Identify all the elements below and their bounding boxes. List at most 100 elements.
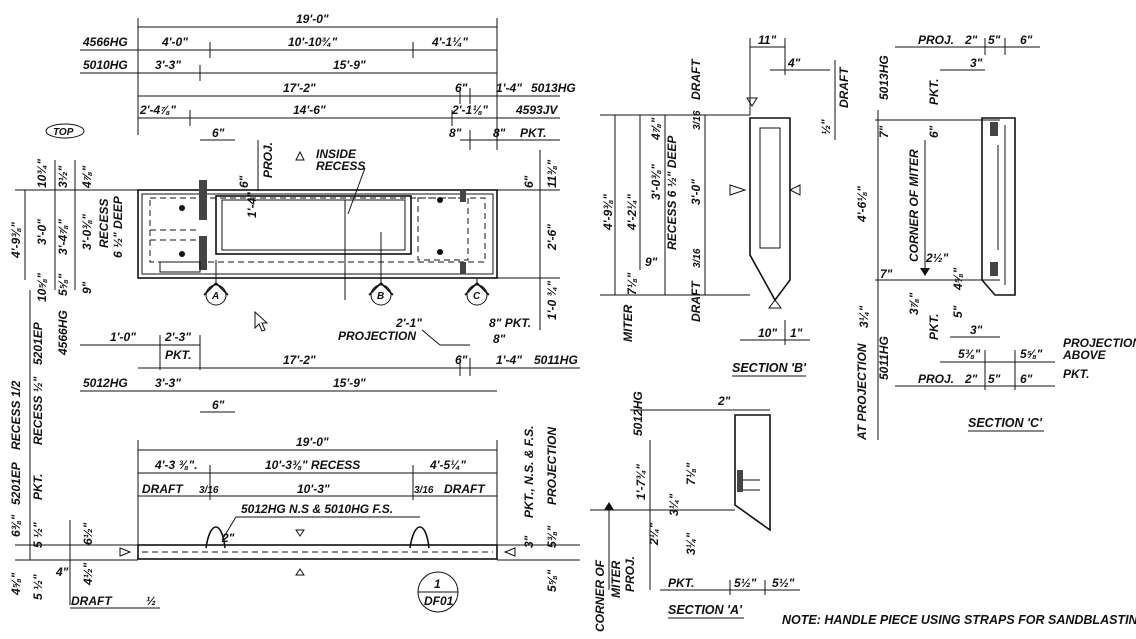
dim-5013hg-six: 6" bbox=[455, 81, 468, 95]
dim-left-d2: 3½" bbox=[56, 165, 70, 188]
section-c-letter: C bbox=[473, 291, 481, 302]
label-inside: INSIDE bbox=[316, 147, 357, 161]
dim-left-d7: 3'-0⅜" bbox=[80, 214, 94, 250]
dim-5013hg-right: 1'-4" bbox=[496, 81, 522, 95]
sc-four-six: 4'-6⅛" bbox=[855, 186, 869, 223]
sa-d2: 5½" bbox=[772, 576, 795, 590]
elev-right-d3: 5⅝" bbox=[545, 569, 559, 592]
elev-right-projection: PROJECTION bbox=[545, 427, 559, 505]
label-pkt-a: PKT. bbox=[520, 126, 546, 140]
label-recess-left: RECESS bbox=[97, 199, 111, 248]
mark-4566hg: 4566HG bbox=[82, 35, 128, 49]
dim-5012hg-left: 3'-3" bbox=[155, 376, 181, 390]
section-b-profile bbox=[749, 117, 791, 302]
dim-lower-two-three: 2'-3" bbox=[164, 330, 191, 344]
mark-5201ep-b: 5201EP bbox=[9, 461, 23, 505]
sa-two-q: 2¼" bbox=[647, 522, 661, 546]
dim-right-d1: 6" bbox=[522, 175, 536, 188]
sb-draft-top: DRAFT bbox=[689, 58, 703, 100]
elevation-view: 19'-0" 4'-3 ⅜". 10'-3⅜" RECESS 4'-5¼" DR… bbox=[9, 426, 580, 613]
detail-number: 1 bbox=[434, 577, 441, 591]
section-marker-c bbox=[466, 284, 488, 306]
sc-pkt-c: PKT. bbox=[1063, 367, 1089, 381]
sc-mark-b: 5011HG bbox=[877, 336, 891, 380]
sc-five-five: 5⅝" bbox=[1020, 347, 1043, 361]
sc-pkt: PKT. bbox=[927, 79, 941, 105]
sb-draft-right: DRAFT bbox=[837, 66, 851, 108]
sc-six-top: 6" bbox=[1020, 33, 1033, 47]
elev-note: 5012HG N.S & 5010HG F.S. bbox=[241, 502, 393, 516]
sb-half: ½" bbox=[819, 119, 833, 135]
dim-right-d4: 1'-0 ¾" bbox=[545, 280, 559, 320]
dim-two-one: 2'-1" bbox=[395, 316, 422, 330]
elev-left-d5: 5 ½" bbox=[31, 574, 45, 600]
sb-nine: 9" bbox=[645, 255, 658, 269]
mark-5201ep-vert: 5201EP bbox=[31, 321, 45, 365]
dim-right-d2: 11⅜" bbox=[545, 160, 559, 188]
sa-two: 2" bbox=[717, 394, 731, 408]
elev-left-d4: 4⅝" bbox=[9, 572, 23, 596]
sc-two-top: 2" bbox=[964, 33, 978, 47]
plan-lower-dimensions: 1'-0" 2'-3" PKT. 17'-2" 6" 1'-4" 5011HG … bbox=[80, 330, 580, 413]
dim-left-d5: 3'-0" bbox=[35, 219, 49, 245]
sb-frac-bot: 3/16 bbox=[692, 248, 703, 268]
sc-two-bot: 2" bbox=[964, 372, 978, 386]
dim-4566hg-mid: 10'-10¾" bbox=[288, 35, 338, 49]
section-b-view: 11" 4" DRAFT DRAFT ½" 4'-9⅜" 4'-2¼" 3'-0… bbox=[600, 33, 851, 377]
sa-proj: PROJ. bbox=[623, 556, 637, 592]
sc-projection: PROJECTION bbox=[1063, 336, 1136, 350]
sc-above: ABOVE bbox=[1062, 348, 1107, 362]
elev-center: 10'-3" bbox=[297, 482, 330, 496]
strap-right bbox=[409, 526, 430, 549]
section-a-letter: A bbox=[211, 291, 219, 302]
dim-5012hg-mid: 15'-9" bbox=[333, 376, 366, 390]
sa-miter: MITER bbox=[609, 560, 623, 598]
dim-eight-b: 8" bbox=[493, 126, 506, 140]
top-tag-oval bbox=[45, 123, 85, 139]
label-proj: PROJ. bbox=[261, 142, 275, 178]
label-recess-deep: 6 ½" DEEP bbox=[111, 195, 125, 258]
strap-left bbox=[205, 526, 226, 549]
dim-lower-right: 1'-4" bbox=[496, 353, 522, 367]
dim-lower-six: 6" bbox=[455, 353, 468, 367]
elev-overall: 19'-0" bbox=[296, 435, 329, 449]
section-c-profile bbox=[981, 117, 1016, 296]
sc-seven: 7" bbox=[877, 125, 891, 138]
dim-left-d9: 5⅝" bbox=[56, 273, 70, 296]
label-eight-pkt: 8" PKT. bbox=[489, 316, 531, 330]
dim-left-d8: 10⅝" bbox=[35, 273, 49, 302]
plan-view: A B C 10¾" 3½" 4⅞" 4'-9⅜" 3'-0" 3'-4⅞" 3… bbox=[9, 150, 560, 560]
dim-5010hg-mid: 15'-9" bbox=[333, 58, 366, 72]
elev-draft-left: DRAFT bbox=[142, 482, 184, 496]
sc-five-three: 5⅜" bbox=[958, 347, 981, 361]
sc-five: 5" bbox=[951, 305, 965, 318]
dim-six-proj: 6" bbox=[237, 175, 251, 188]
top-tag: TOP bbox=[53, 127, 74, 138]
hatch-a bbox=[199, 180, 207, 220]
section-c-title: SECTION 'C' bbox=[968, 416, 1043, 430]
dim-4566hg-left: 4'-0" bbox=[161, 35, 188, 49]
elev-draft-bottom: DRAFT bbox=[71, 594, 113, 608]
dim-4593jv-left: 2'-4⅞" bbox=[139, 103, 176, 117]
sc-five-top: 5" bbox=[988, 33, 1001, 47]
dim-overall-top: 19'-0" bbox=[296, 12, 329, 26]
mark-5013hg: 5013HG bbox=[531, 81, 576, 95]
elev-left-d1: 6⅜" bbox=[9, 514, 23, 537]
section-b-letter: B bbox=[377, 291, 384, 302]
sc-six: 6" bbox=[927, 125, 941, 138]
label-projection: PROJECTION bbox=[338, 329, 416, 343]
elev-right-d2: 5⅜" bbox=[545, 525, 559, 548]
dim-4593jv-right: 2'-1⅛" bbox=[451, 103, 488, 117]
detail-sheet: DF01 bbox=[424, 594, 454, 608]
panel-outline bbox=[137, 189, 498, 279]
sa-one-seven: 1'-7¾" bbox=[634, 464, 648, 500]
sa-pkt: PKT. bbox=[668, 576, 694, 590]
sc-pkt-b: PKT. bbox=[927, 314, 941, 340]
elev-draft-right: DRAFT bbox=[444, 482, 486, 496]
sb-four-seven: 4⅞" bbox=[649, 117, 663, 141]
sc-two-half: 2½" bbox=[925, 251, 949, 265]
sb-frac-top: 3/16 bbox=[692, 110, 703, 130]
elev-right-pkt: PKT., N.S. & F.S. bbox=[522, 426, 536, 518]
sb-draft-bot: DRAFT bbox=[689, 280, 703, 322]
